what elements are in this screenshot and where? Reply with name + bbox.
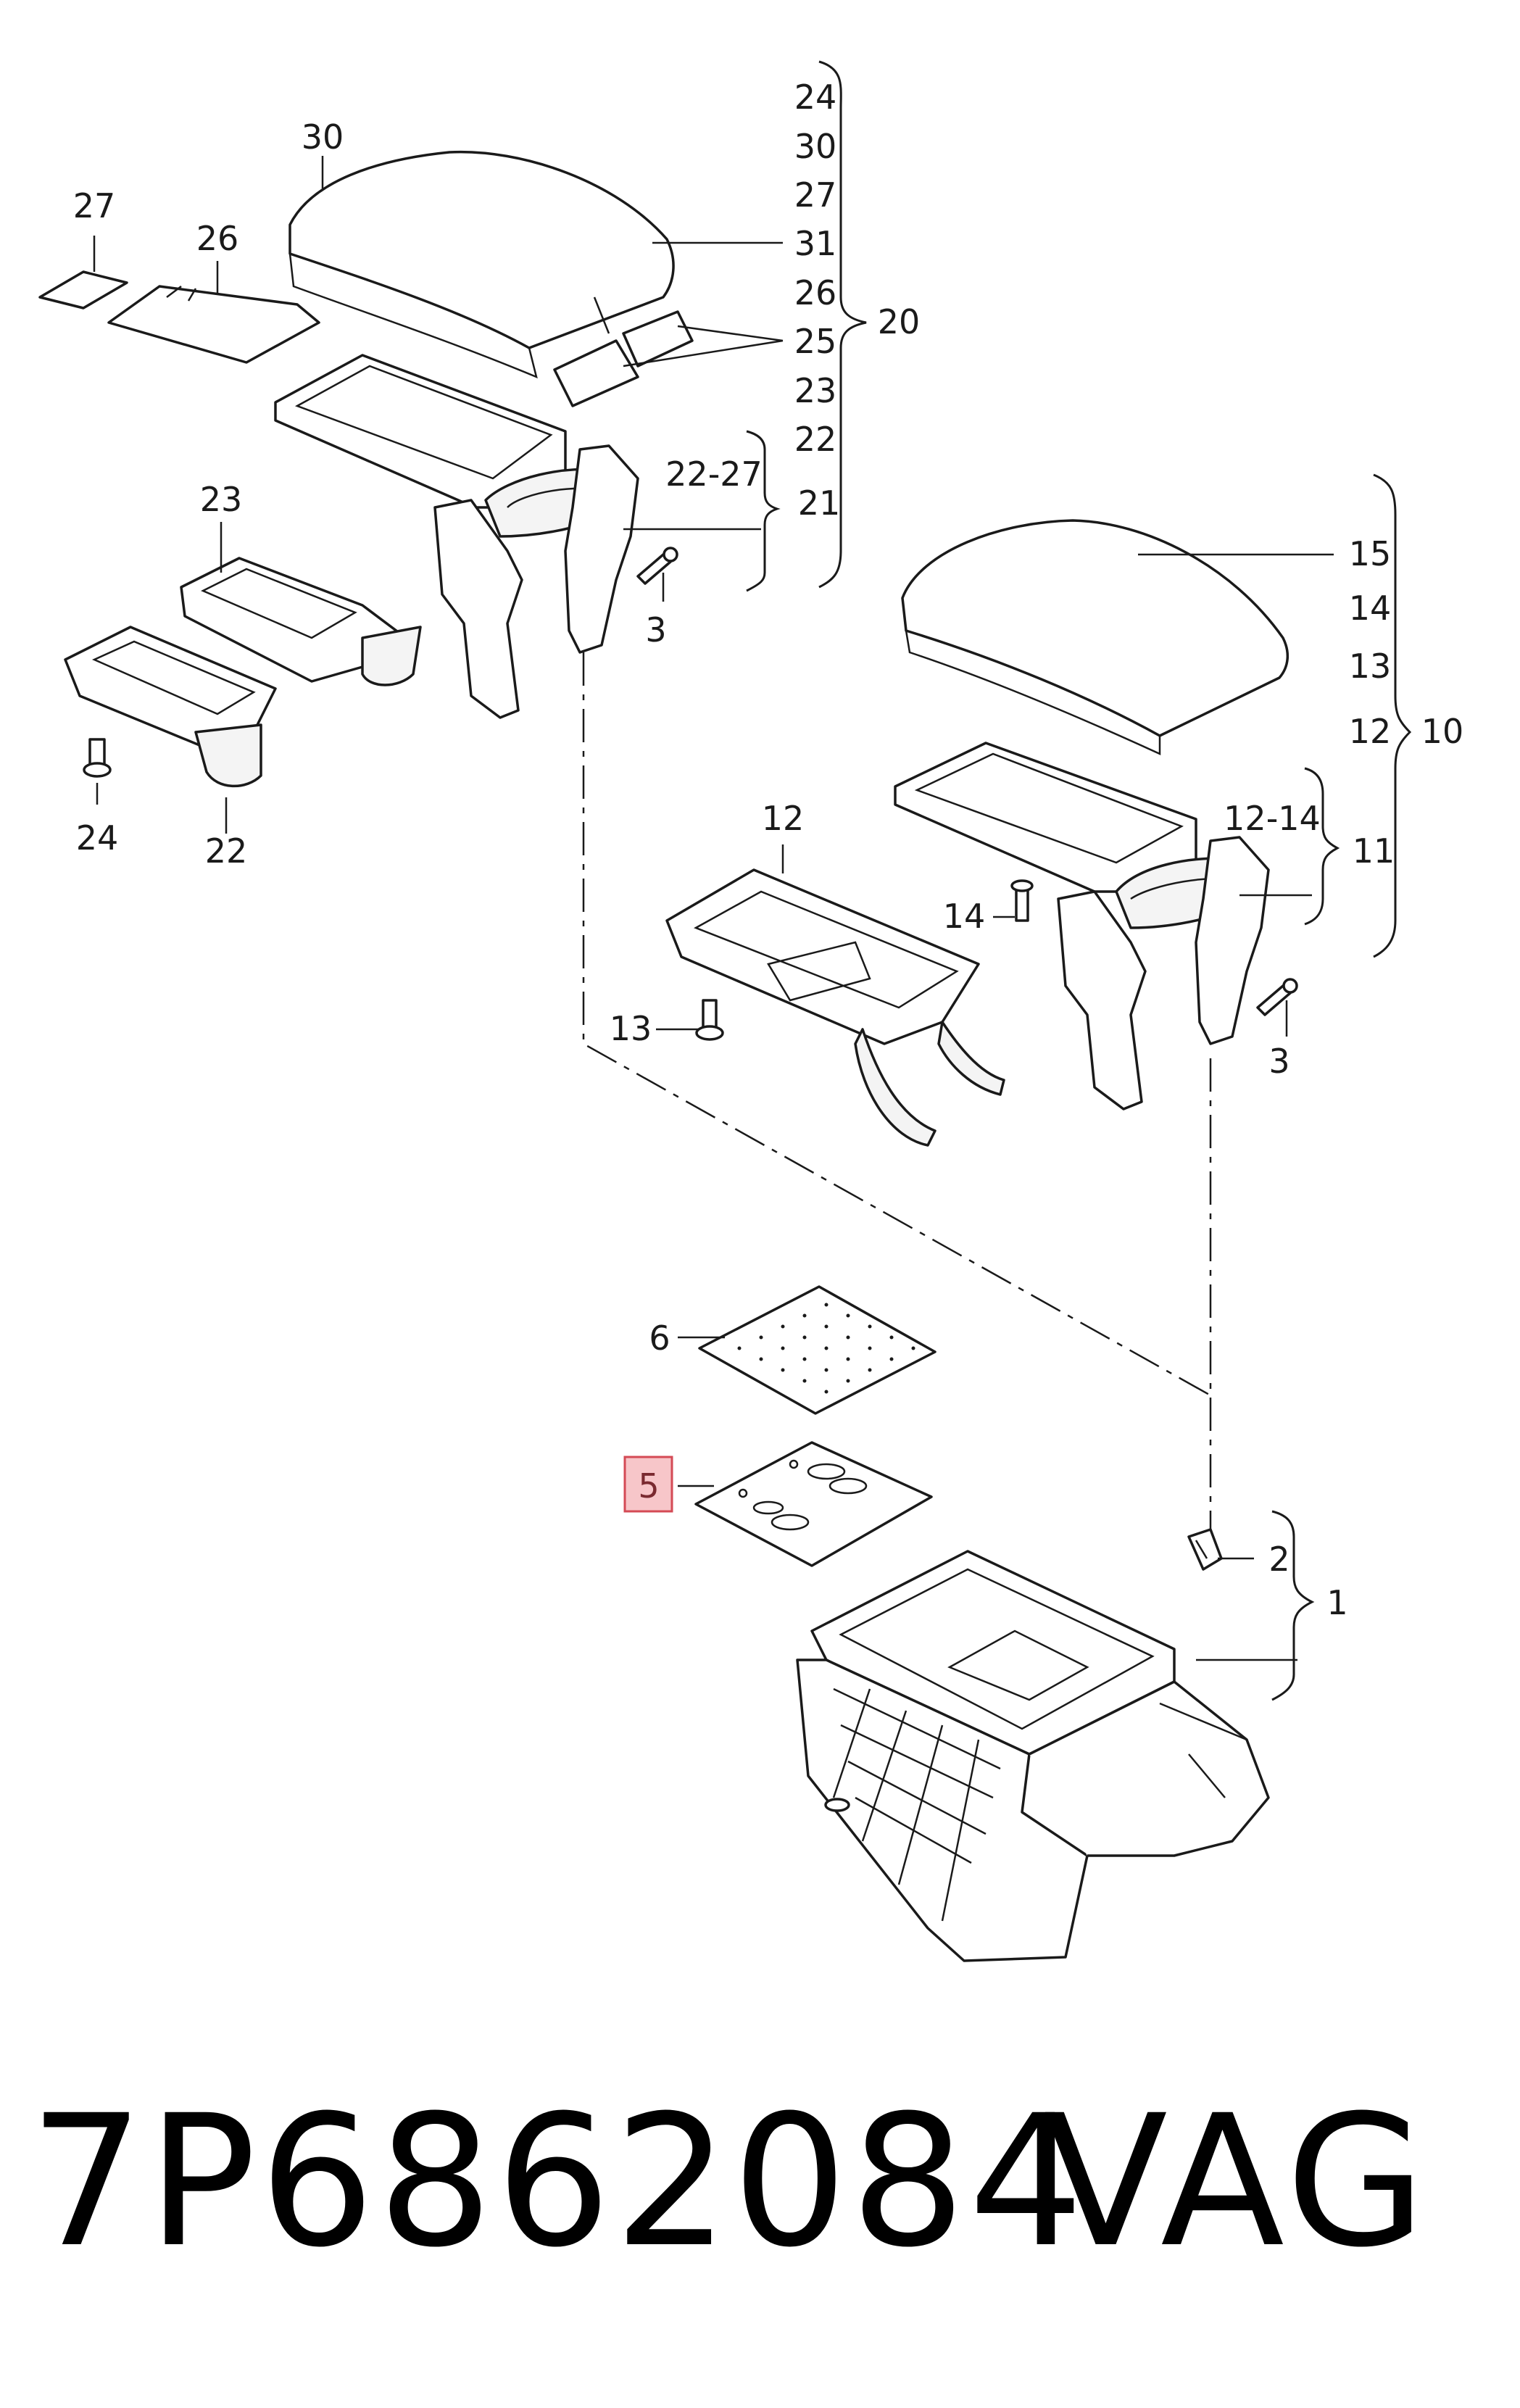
footer: 7P6862084 VAG xyxy=(29,2073,1493,2291)
assembly-line-left xyxy=(582,652,1211,1397)
label-11: 11 xyxy=(1353,831,1395,871)
screw-3b xyxy=(1256,978,1298,1016)
tray-22 xyxy=(64,626,277,788)
group-braces xyxy=(746,60,1412,1701)
label-12: 12 xyxy=(762,799,805,838)
label-21: 21 xyxy=(798,483,841,523)
label-3-lower: 3 xyxy=(1268,1042,1289,1081)
group20-item-31: 31 xyxy=(794,224,837,263)
label-3-upper: 3 xyxy=(645,610,666,649)
label-12-14: 12-14 xyxy=(1224,799,1321,838)
group10-item-13: 13 xyxy=(1349,647,1392,686)
group20-item-30: 30 xyxy=(794,127,837,166)
label-30: 30 xyxy=(302,117,344,157)
label-22-27: 22-27 xyxy=(665,454,763,494)
mat-6 xyxy=(698,1285,936,1415)
tray-23 xyxy=(180,557,422,686)
screw-24 xyxy=(83,738,112,778)
group20-item-24: 24 xyxy=(794,78,837,117)
label-14: 14 xyxy=(943,897,986,936)
hinge-bracket-right xyxy=(1057,836,1270,1110)
label-23: 23 xyxy=(200,480,243,519)
group20-item-25: 25 xyxy=(794,322,837,361)
group10-item-12: 12 xyxy=(1349,712,1392,751)
armrest-lid-15 xyxy=(901,519,1289,755)
label-27: 27 xyxy=(73,186,116,225)
label-13: 13 xyxy=(610,1009,652,1048)
storage-box-1 xyxy=(796,1550,1270,1962)
group20-item-26: 26 xyxy=(794,273,837,312)
label-10: 10 xyxy=(1421,712,1464,751)
label-1: 1 xyxy=(1326,1583,1347,1622)
label-24: 24 xyxy=(76,818,119,858)
highlight-box-5 xyxy=(623,1456,673,1513)
part-number: 7P6862084 xyxy=(29,2076,1087,2287)
label-2: 2 xyxy=(1268,1540,1289,1579)
callout-labels: 30 27 26 23 24 22 3 22-27 21 24 30 27 31… xyxy=(73,78,1464,1622)
clip-2 xyxy=(1187,1528,1223,1571)
label-26: 26 xyxy=(196,219,239,258)
screw-14 xyxy=(1010,879,1034,922)
hinge-bracket-left xyxy=(433,444,639,719)
mat-27 xyxy=(38,270,128,310)
label-6: 6 xyxy=(649,1319,670,1358)
pad-25 xyxy=(553,310,694,407)
mat-5 xyxy=(694,1441,933,1567)
leader-lines xyxy=(93,156,1334,1661)
armrest-lid-30 xyxy=(288,150,675,379)
group10-item-15: 15 xyxy=(1349,534,1392,573)
group10-item-14: 14 xyxy=(1349,589,1392,628)
screw-3a xyxy=(636,547,678,585)
screw-13 xyxy=(695,999,724,1041)
group20-item-27: 27 xyxy=(794,175,837,215)
plate-26 xyxy=(107,285,320,364)
label-22: 22 xyxy=(205,831,248,871)
group20-item-22: 22 xyxy=(794,420,837,459)
label-5: 5 xyxy=(638,1466,659,1506)
brand-name: VAG xyxy=(1044,2076,1431,2287)
group20-item-23: 23 xyxy=(794,371,837,410)
tray-12 xyxy=(665,868,1005,1147)
label-20: 20 xyxy=(878,302,921,341)
